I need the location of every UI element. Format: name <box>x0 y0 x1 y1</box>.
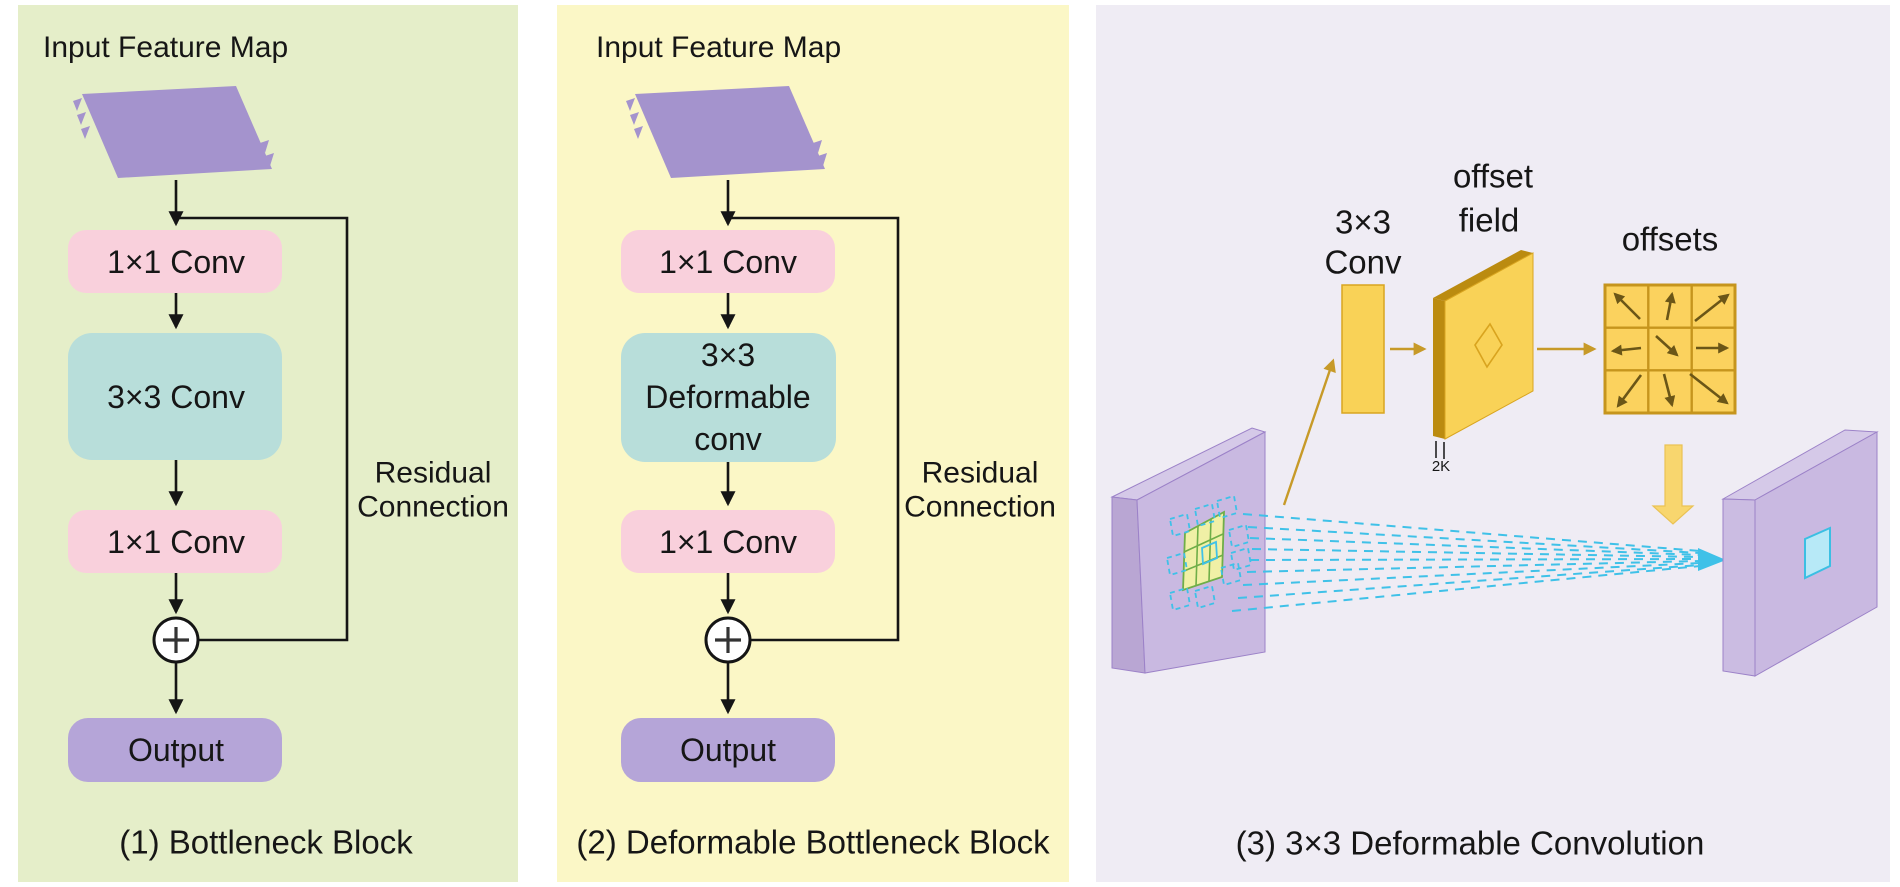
arrow-slab-to-conv <box>1282 358 1336 506</box>
kernel-center-cell <box>1201 540 1218 566</box>
panel-deformable-convolution: 3×3 Conv offset field offsets <box>1096 5 1890 882</box>
output-label: Output <box>680 732 776 768</box>
sampling-ray <box>1247 526 1701 554</box>
offset-field-front-face <box>1444 252 1534 440</box>
deformed-sampling-cells <box>1165 494 1253 612</box>
conv1-box <box>621 230 835 293</box>
deformable-conv-label-line3: conv <box>694 421 762 457</box>
output-label: Output <box>128 732 224 768</box>
channel-dim-label: 2K <box>1432 458 1450 475</box>
offset-vector-down-right <box>1689 372 1729 405</box>
sampling-cell-dashed <box>1215 494 1239 520</box>
panel1-input-label: Input Feature Map <box>43 31 288 64</box>
panel3-caption: (3) 3×3 Deformable Convolution <box>1236 825 1705 862</box>
channel-dim-ticks <box>1435 441 1445 459</box>
kernel-grid-lines <box>1183 518 1224 587</box>
offset-vector-down-left <box>1616 374 1643 408</box>
feature-map-parallelogram <box>635 86 825 178</box>
conv1-label: 1×1 Conv <box>659 244 797 280</box>
sampling-cell-dashed <box>1219 561 1243 587</box>
panel2-input-label: Input Feature Map <box>596 31 841 64</box>
conv2-box <box>68 333 282 460</box>
offset-field-kernel-window <box>1474 322 1503 369</box>
deformable-conv-label-line2: Deformable <box>645 379 810 415</box>
deformable-conv-label-line1: 3×3 <box>701 337 755 373</box>
conv-filter-bar <box>1341 284 1385 414</box>
offsets-label: offsets <box>1622 221 1719 258</box>
residual-label-line1: Residual <box>922 457 1039 490</box>
panel-deformable-bottleneck-block: Input Feature Map 1×1 Conv 3×3 Deformabl… <box>557 5 1069 882</box>
sampling-ray <box>1251 548 1701 558</box>
sampling-ray <box>1249 537 1701 556</box>
sampling-cell-dashed <box>1227 523 1251 549</box>
sampling-cell-dashed <box>1165 551 1189 577</box>
output-cell <box>1804 526 1831 580</box>
conv1-label: 1×1 Conv <box>107 244 245 280</box>
sampling-ray <box>1242 513 1701 552</box>
conv3-box <box>68 510 282 573</box>
offset-vector-up-left <box>1613 292 1641 320</box>
sampling-ray <box>1237 564 1701 599</box>
panel-bottleneck-block: Input Feature Map 1×1 Conv 3×3 Conv 1×1 … <box>18 5 518 882</box>
offsets-grid-lines <box>1605 285 1735 413</box>
offsets-grid <box>1603 283 1737 415</box>
slab-side-face <box>1722 498 1756 677</box>
offset-vector-left <box>1610 344 1642 356</box>
offset-vector-up <box>1664 291 1676 321</box>
offset-vector-down <box>1662 373 1676 408</box>
output-box <box>68 718 282 782</box>
conv3-label: 1×1 Conv <box>107 524 245 560</box>
residual-label-line2: Connection <box>357 491 509 524</box>
input-feature-map-shape <box>626 86 827 178</box>
offset-field-sheet: 2K <box>1432 250 1534 475</box>
deformable-conv-box <box>621 333 836 462</box>
feature-map-stack-notches-right <box>813 140 827 166</box>
panel3-background <box>1096 5 1890 882</box>
offset-field-label-line2: field <box>1459 202 1520 239</box>
sampling-cell-dashed <box>1193 584 1217 610</box>
residual-connection-line <box>176 216 349 642</box>
offset-field-top-edge <box>1433 250 1533 301</box>
apply-offsets-arrow <box>1651 444 1695 525</box>
sampling-ray <box>1246 560 1701 573</box>
offset-vectors <box>1610 291 1730 408</box>
offset-field-label-line1: offset <box>1453 158 1533 195</box>
output-box <box>621 718 835 782</box>
feature-map-stack-notches-right <box>260 140 274 166</box>
conv-label-line2: Conv <box>1324 244 1402 281</box>
sampling-ray <box>1242 562 1701 586</box>
sampling-cell-dashed <box>1193 502 1217 528</box>
conv3-box <box>621 510 835 573</box>
output-feature-slab <box>1721 429 1879 677</box>
conv1-box <box>68 230 282 293</box>
plus-icon <box>715 627 741 653</box>
panel1-caption: (1) Bottleneck Block <box>119 824 413 861</box>
feature-map-stack-notches-left <box>73 98 90 139</box>
input-feature-map-shape <box>73 86 274 178</box>
offset-vector-up-right <box>1694 293 1730 323</box>
sampling-ray <box>1231 565 1701 612</box>
conv-label-line1: 3×3 <box>1335 204 1391 241</box>
conv3-label: 1×1 Conv <box>659 524 797 560</box>
residual-label-line1: Residual <box>375 457 492 490</box>
sampling-cell-dashed <box>1168 586 1192 612</box>
panel2-caption: (2) Deformable Bottleneck Block <box>576 824 1050 861</box>
kernel-grid <box>1182 510 1225 592</box>
sampling-rays <box>1231 513 1726 612</box>
residual-label-line2: Connection <box>904 491 1056 524</box>
sampling-ray <box>1249 558 1701 561</box>
plus-icon <box>163 627 189 653</box>
sampling-cell-dashed <box>1168 512 1192 538</box>
offset-vector-center <box>1655 335 1679 357</box>
residual-connection-line <box>728 216 900 642</box>
conv2-label: 3×3 Conv <box>107 379 245 415</box>
feature-map-stack-notches-left <box>626 98 643 139</box>
offset-field-left-edge <box>1433 298 1445 439</box>
feature-map-parallelogram <box>82 86 272 178</box>
sampling-arrowhead <box>1698 548 1726 571</box>
